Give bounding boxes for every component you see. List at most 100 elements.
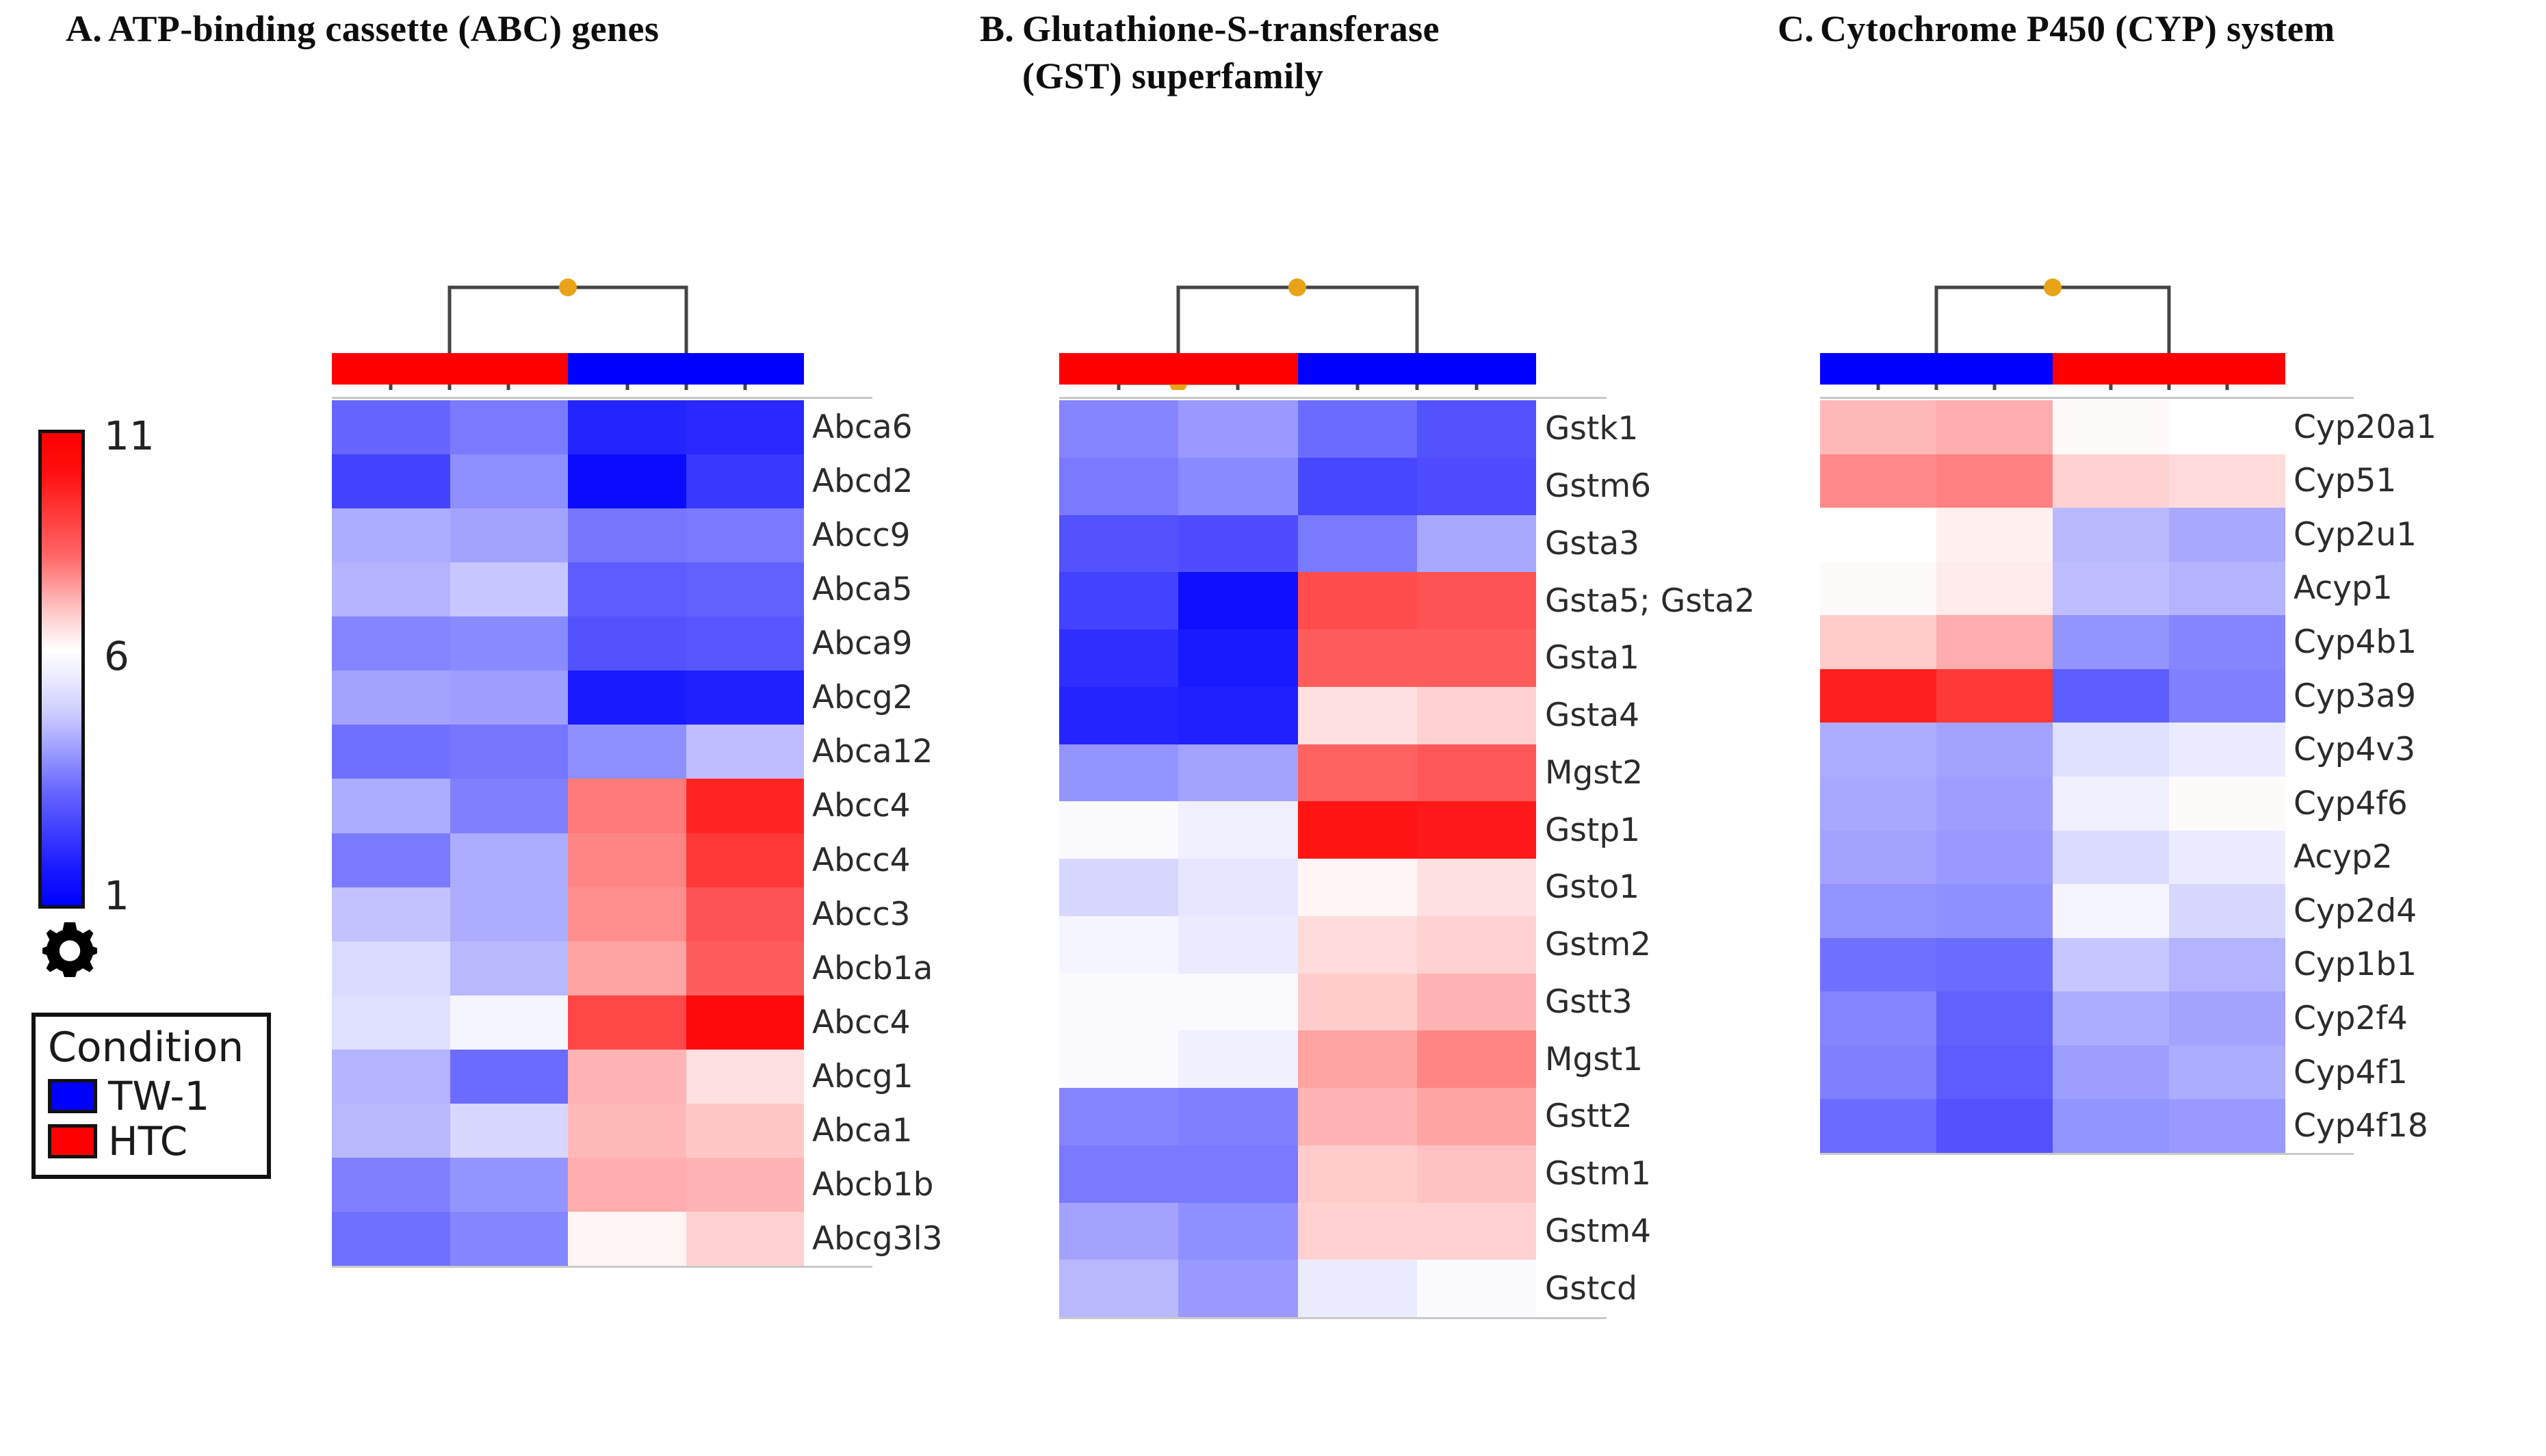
heatmap-cell <box>1416 915 1536 974</box>
legend-swatch-htc <box>48 1124 97 1158</box>
heatmap-cell <box>1416 1030 1536 1088</box>
heatmap-cell <box>1178 915 1298 974</box>
heatmap-cell <box>2169 561 2285 616</box>
heatmap-cell <box>568 1157 686 1212</box>
heatmap-cell <box>1059 629 1179 687</box>
row-label: Gsto1 <box>1545 868 1639 907</box>
panel-c-cell-grid <box>1820 400 2285 1153</box>
annot-cell-tw1 <box>1820 353 1936 385</box>
heatmap-cell <box>332 616 450 671</box>
row-label: Gstp1 <box>1545 811 1641 849</box>
heatmap-cell <box>568 454 686 509</box>
heatmap-cell <box>1936 776 2053 831</box>
heatmap-cell <box>1936 454 2053 508</box>
legend-label-htc: HTC <box>108 1118 188 1165</box>
heatmap-cell <box>2053 991 2169 1045</box>
heatmap-cell <box>2053 668 2169 723</box>
heatmap-cell <box>686 400 804 455</box>
heatmap-cell <box>1059 1088 1179 1145</box>
annot-cell-tw1 <box>1297 353 1417 385</box>
heatmap-cell <box>686 887 804 941</box>
heatmap-cell <box>1416 1260 1536 1317</box>
panel-a-title-text: ATP-binding cassette (ABC) genes <box>108 8 660 49</box>
legend-label-tw1: TW-1 <box>108 1073 210 1119</box>
heatmap-cell <box>2053 454 2169 508</box>
row-label: Gsta3 <box>1545 524 1640 562</box>
row-label: Cyp2d4 <box>2294 892 2417 930</box>
heatmap-cell <box>450 400 568 455</box>
gear-icon[interactable] <box>42 922 97 977</box>
row-label: Cyp4b1 <box>2294 623 2417 662</box>
heatmap-cell <box>1297 1202 1417 1260</box>
heatmap-cell <box>1297 629 1417 687</box>
panel-b-cell-grid <box>1059 400 1536 1317</box>
heatmap-cell <box>1059 400 1179 458</box>
panel-b-title-line2: (GST) superfamily <box>1022 55 1324 97</box>
heatmap-cell <box>332 1211 450 1266</box>
row-label: Abca6 <box>812 408 913 447</box>
heatmap-cell <box>568 616 686 671</box>
heatmap-cell <box>1936 723 2053 777</box>
heatmap-cell <box>2053 884 2169 938</box>
heatmap-cell <box>1178 1202 1298 1260</box>
heatmap-cell <box>450 1049 568 1104</box>
row-label: Gstt3 <box>1545 983 1633 1021</box>
row-label: Gstcd <box>1545 1269 1638 1308</box>
row-label: Gsta1 <box>1545 639 1640 677</box>
heatmap-cell <box>1178 801 1298 859</box>
panel-c-bottom-rule <box>1820 1153 2354 1155</box>
heatmap-cell <box>1416 859 1536 916</box>
row-label: Cyp3a9 <box>2294 677 2417 715</box>
heatmap-cell <box>2169 830 2285 885</box>
heatmap-cell <box>332 941 450 996</box>
heatmap-cell <box>1297 973 1417 1031</box>
row-label: Cyp20a1 <box>2294 408 2437 446</box>
condition-legend: Condition TW-1 HTC <box>31 1013 271 1179</box>
row-label: Abca5 <box>812 571 913 609</box>
heatmap-cell <box>450 454 568 509</box>
heatmap-cell <box>1416 572 1536 629</box>
heatmap-cell <box>1416 1202 1536 1260</box>
heatmap-cell <box>2053 1099 2169 1153</box>
heatmap-cell <box>332 833 450 887</box>
heatmap-cell <box>2169 991 2285 1045</box>
heatmap-cell <box>2053 400 2169 454</box>
panel-c-letter: C. <box>1778 8 1815 49</box>
row-label: Acyp1 <box>2294 569 2393 608</box>
heatmap-cell <box>1416 515 1536 573</box>
heatmap-cell <box>1178 629 1298 687</box>
row-label: Abcc3 <box>812 895 911 933</box>
heatmap-cell <box>686 508 804 563</box>
row-label: Cyp51 <box>2294 462 2397 500</box>
heatmap-cell <box>332 1157 450 1212</box>
panel-c-top-rule <box>1820 397 2354 399</box>
heatmap-cell <box>2169 723 2285 777</box>
dendrogram-node <box>2044 278 2062 296</box>
row-label: Mgst1 <box>1545 1040 1644 1078</box>
heatmap-cell <box>686 941 804 996</box>
heatmap-cell <box>1820 400 1936 454</box>
panel-b-title-line1: Glutathione-S-transferase <box>1022 8 1440 49</box>
heatmap-cell <box>686 1049 804 1104</box>
heatmap-cell <box>1059 1145 1179 1203</box>
colorbar-gradient <box>38 430 85 909</box>
row-label: Abcg3l3 <box>812 1219 943 1258</box>
heatmap-cell <box>1936 991 2053 1045</box>
annot-cell-tw1 <box>568 353 686 385</box>
row-label: Abcg2 <box>812 679 913 717</box>
panel-a-cell-grid <box>332 400 804 1266</box>
heatmap-cell <box>2169 508 2285 562</box>
heatmap-cell <box>1416 629 1536 687</box>
panel-b-title: B.Glutathione-S-transferase(GST) superfa… <box>980 5 1691 100</box>
heatmap-cell <box>1297 859 1417 916</box>
heatmap-cell <box>568 1211 686 1266</box>
heatmap-cell <box>568 995 686 1050</box>
heatmap-cell <box>450 833 568 887</box>
heatmap-cell <box>1178 744 1298 802</box>
heatmap-cell <box>2169 1045 2285 1100</box>
heatmap-cell <box>2169 1099 2285 1153</box>
heatmap-cell <box>1820 776 1936 831</box>
colorbar-max-label: 11 <box>104 413 155 459</box>
heatmap-cell <box>686 1211 804 1266</box>
